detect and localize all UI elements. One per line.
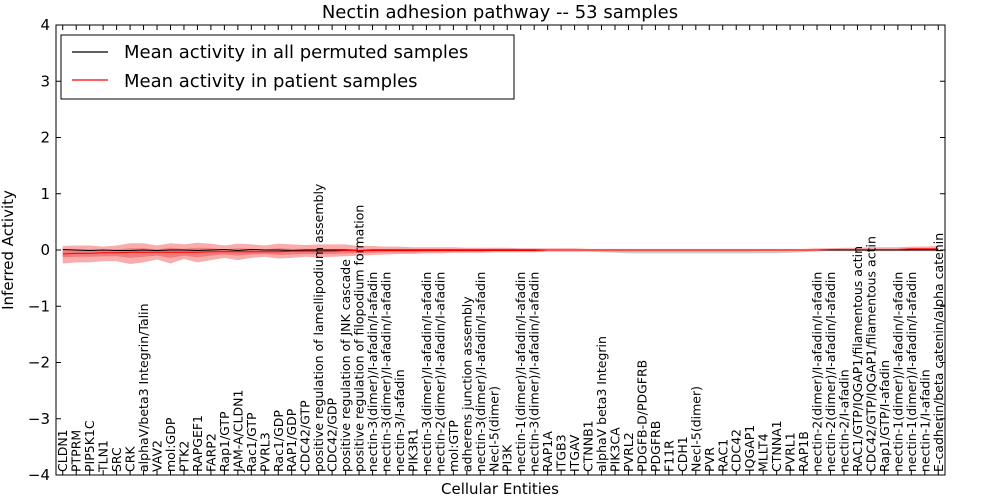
x-category-label: PDGFB-D/PDGFRB <box>634 360 649 472</box>
x-category-label: PVR <box>702 447 717 472</box>
x-category-label: mol:GTP <box>446 420 461 472</box>
x-category-label: PVRL2 <box>621 432 636 472</box>
x-category-label: CDC42/GDP <box>325 397 340 472</box>
x-category-label: RAP1A <box>540 431 555 472</box>
x-category-label: nectin-3/I-afadin <box>392 369 407 472</box>
series-lines <box>62 248 939 255</box>
x-category-label: RAPGEF1 <box>190 415 205 472</box>
x-category-label: nectin-1(dimer)/I-afadin/I-afadin <box>513 272 528 472</box>
x-category-label: nectin-2/I-afadin <box>836 369 851 472</box>
y-tick-label: 4 <box>40 16 50 34</box>
x-category-label: CDC42/GTP/IQGAP1/filamentous actin <box>863 236 878 472</box>
y-tick-label: 0 <box>40 241 50 259</box>
x-category-label: Necl-5(dimer) <box>688 386 703 472</box>
x-category-label: FARP2 <box>203 433 218 472</box>
x-category-label: positive regulation of filopodium format… <box>352 205 367 472</box>
y-tick-label: −3 <box>28 410 50 428</box>
x-category-label: RAP1B <box>796 431 811 472</box>
x-category-label: TLN1 <box>96 440 111 473</box>
x-category-label: SRC <box>109 447 124 472</box>
band-patient-outer <box>62 242 939 265</box>
x-category-label: Rac1/GDP <box>271 410 286 472</box>
x-category-label: nectin-3(dimer)/I-afadin/I-afadin <box>419 272 434 472</box>
x-category-label: alphaV beta3 Integrin <box>594 336 609 472</box>
x-category-label: IQGAP1 <box>742 425 757 472</box>
x-category-label: PVRL3 <box>257 432 272 472</box>
x-category-label: Rac1/GTP <box>244 412 259 472</box>
y-tick-label: −2 <box>28 354 50 372</box>
x-category-label: Rap1/GTP <box>217 411 232 472</box>
x-category-label: PDGFRB <box>648 421 663 472</box>
x-category-label: PIK3CA <box>607 427 622 472</box>
x-category-label: CDH1 <box>675 436 690 472</box>
axis-ticks: −4 −3 −2 −1 0 1 2 3 4 <box>28 16 945 484</box>
x-category-label: nectin-1(dimer)/I-afadin/I-afadin <box>890 272 905 472</box>
x-category-label: PI3K <box>500 444 515 472</box>
x-category-label: RAP1/GDP <box>284 408 299 472</box>
x-category-label: CRK <box>123 446 138 472</box>
y-tick-label: 3 <box>40 72 50 90</box>
x-category-label: CDC42/GTP <box>298 400 313 472</box>
x-category-label: CLDN1 <box>55 429 70 472</box>
y-tick-label: −4 <box>28 466 50 484</box>
plot-area: −4 −3 −2 −1 0 1 2 3 4 CLDN1PTPRMPIP5K1CTLN1SRCCR… <box>28 16 946 484</box>
x-category-label: nectin-1/I-afadin <box>917 369 932 472</box>
x-category-label: positive regulation of JNK cascade <box>338 259 353 472</box>
x-category-label: nectin-3(dimer)/I-afadin/I-afadin <box>527 272 542 472</box>
x-category-label: PIP5K1C <box>82 420 97 472</box>
x-category-label: Rap1/GTP/I-afadin <box>877 360 892 472</box>
x-category-label: JAM-A/CLDN1 <box>230 390 245 473</box>
x-category-labels: CLDN1PTPRMPIP5K1CTLN1SRCCRKalphaV/beta3 … <box>55 183 946 473</box>
x-category-label: nectin-3(dimer)/I-afadin/I-afadin <box>379 272 394 472</box>
x-category-label: nectin-3(dimer)/I-afadin/I-afadin <box>473 272 488 472</box>
x-category-label: ITGB3 <box>554 434 569 472</box>
y-tick-label: 1 <box>40 185 50 203</box>
x-category-label: CTNNB1 <box>581 420 596 472</box>
x-category-label: positive regulation of lamellipodium ass… <box>311 183 326 472</box>
y-tick-label: −1 <box>28 297 50 315</box>
x-category-label: ITGAV <box>567 434 582 472</box>
series-line-patient <box>62 248 939 255</box>
x-category-label: E-cadherin/beta catenin/alpha catenin <box>931 233 946 472</box>
x-category-label: nectin-3(dimer)/I-afadin/I-afadin <box>365 272 380 472</box>
x-category-label: nectin-2(dimer)/I-afadin/I-afadin <box>823 272 838 472</box>
y-tick-label: 2 <box>40 129 50 147</box>
x-category-label: CDC42 <box>729 429 744 472</box>
x-axis-label: Cellular Entities <box>441 480 559 498</box>
x-category-label: MLLT4 <box>756 433 771 472</box>
x-category-label: mol:GDP <box>163 417 178 472</box>
x-category-label: F11R <box>661 440 676 472</box>
x-category-label: nectin-2(dimer)/I-afadin/I-afadin <box>810 272 825 472</box>
plot-frame <box>55 24 946 476</box>
x-category-label: PVRL1 <box>783 432 798 472</box>
y-axis-label: Inferred Activity <box>0 190 17 310</box>
x-category-label: PIK3R1 <box>405 428 420 472</box>
x-category-label: VAV2 <box>150 440 165 472</box>
confidence-bands <box>62 242 939 265</box>
legend-box <box>60 34 515 100</box>
x-category-label: RAC1 <box>715 439 730 472</box>
x-category-label: RAC1/GTP/IQGAP1/filamentous actin <box>850 246 865 472</box>
x-category-label: PTPRM <box>69 430 84 472</box>
legend-label-patient: Mean activity in patient samples <box>124 71 418 92</box>
x-category-label: alphaV/beta3 Integrin/Talin <box>136 304 151 473</box>
x-category-label: Necl-5(dimer) <box>486 386 501 472</box>
x-category-label: CTNNA1 <box>769 420 784 472</box>
legend-label-permuted: Mean activity in all permuted samples <box>124 42 468 63</box>
chart-title: Nectin adhesion pathway -- 53 samples <box>322 2 678 23</box>
x-category-label: nectin-2(dimer)/I-afadin/I-afadin <box>432 272 447 472</box>
x-category-label: adherens junction assembly <box>459 296 474 472</box>
x-category-label: nectin-1(dimer)/I-afadin/I-afadin <box>904 272 919 472</box>
x-category-label: PTK2 <box>176 441 191 472</box>
legend: Mean activity in all permuted samples Me… <box>60 34 515 100</box>
